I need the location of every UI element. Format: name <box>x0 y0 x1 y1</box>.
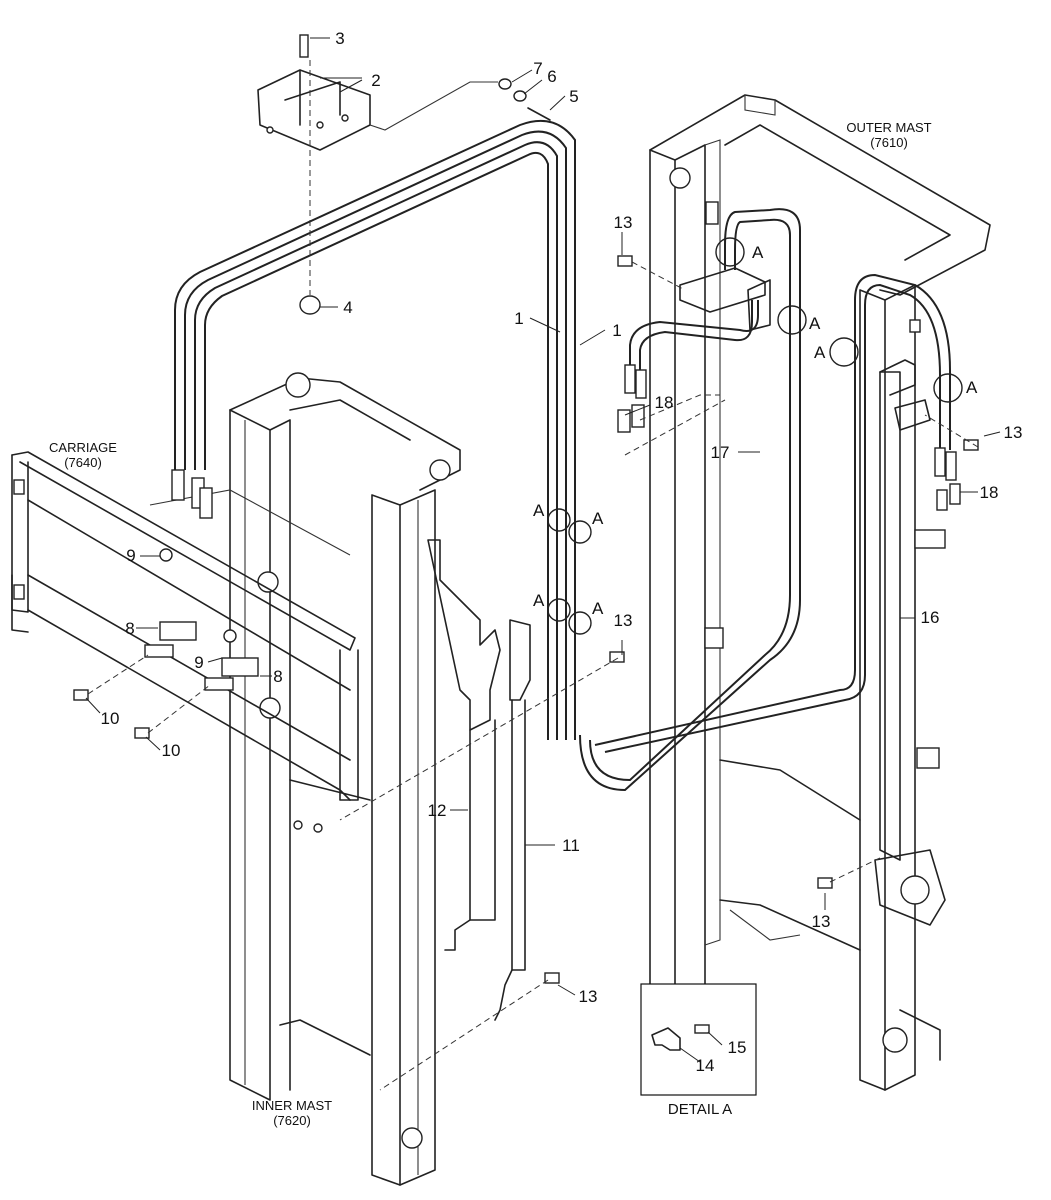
callout-5: 5 <box>569 87 578 106</box>
hose-16 <box>594 273 951 753</box>
detail-marker-a: A <box>592 509 604 528</box>
callout-8-right: 8 <box>273 667 282 686</box>
detail-marker-a: A <box>592 599 604 618</box>
inner-mast-code: (7620) <box>273 1113 311 1128</box>
callout-13-center: 13 <box>614 611 633 630</box>
detail-marker-a: A <box>533 591 545 610</box>
clamp-upper-right <box>879 359 916 396</box>
carriage-label: CARRIAGE <box>49 440 117 455</box>
callout-13-lower-right: 13 <box>812 912 831 931</box>
callout-2: 2 <box>371 71 380 90</box>
assembly-lines <box>87 60 979 1091</box>
callout-4: 4 <box>343 298 352 317</box>
detail-markers: A A A A A A A A <box>533 243 978 618</box>
callout-13-lower: 13 <box>579 987 598 1006</box>
callout-8-left: 8 <box>125 619 134 638</box>
detail-a-title: DETAIL A <box>668 1101 732 1118</box>
detail-marker-a: A <box>966 378 978 397</box>
callout-12: 12 <box>428 801 447 820</box>
detail-marker-a: A <box>752 243 764 262</box>
callout-3: 3 <box>335 29 344 48</box>
bracket-16 <box>879 371 901 861</box>
hose-17 <box>579 208 801 792</box>
hose-clamp-bracket-2 <box>747 279 771 331</box>
detail-marker-circles <box>547 237 963 635</box>
callout-13-right: 13 <box>1004 423 1023 442</box>
bracket-11 <box>494 619 531 1021</box>
callout-18-right: 18 <box>980 483 999 502</box>
detail-a-box <box>640 983 757 1096</box>
detail-marker-a: A <box>814 343 826 362</box>
callout-6: 6 <box>547 67 556 86</box>
callout-10-lower: 10 <box>162 741 181 760</box>
detail-marker-a: A <box>533 501 545 520</box>
callout-16: 16 <box>921 608 940 627</box>
clamp-plate-right <box>894 399 931 431</box>
hose-bracket-2 <box>257 69 498 151</box>
carriage-code: (7640) <box>64 455 102 470</box>
outer-mast-label: OUTER MAST <box>846 120 931 135</box>
callout-9-upper: 9 <box>126 546 135 565</box>
inner-mast-label: INNER MAST <box>252 1098 332 1113</box>
hose-1-bundle <box>174 119 576 740</box>
outer-mast <box>649 94 991 1091</box>
callout-11: 11 <box>562 836 580 855</box>
detail-callout-14: 14 <box>696 1056 715 1075</box>
bracket-12 <box>427 539 501 951</box>
callout-9-lower: 9 <box>194 653 203 672</box>
detail-callout-15: 15 <box>728 1038 747 1057</box>
hose-clamp-bracket <box>679 267 766 313</box>
callout-17: 17 <box>711 443 730 462</box>
callout-13-top: 13 <box>614 213 633 232</box>
callout-1b: 1 <box>612 321 621 340</box>
outer-mast-code: (7610) <box>870 135 908 150</box>
detail-marker-a: A <box>809 314 821 333</box>
hardware <box>73 34 979 984</box>
part-callouts: 3 2 7 6 5 4 1 1 13 13 13 13 13 18 18 17 … <box>101 29 1023 1006</box>
callout-1a: 1 <box>514 309 523 328</box>
callout-7: 7 <box>533 59 542 78</box>
fittings <box>144 364 961 691</box>
inner-mast <box>229 372 461 1186</box>
leader-lines <box>85 37 1001 996</box>
callout-18-left: 18 <box>655 393 674 412</box>
callout-10-upper: 10 <box>101 709 120 728</box>
